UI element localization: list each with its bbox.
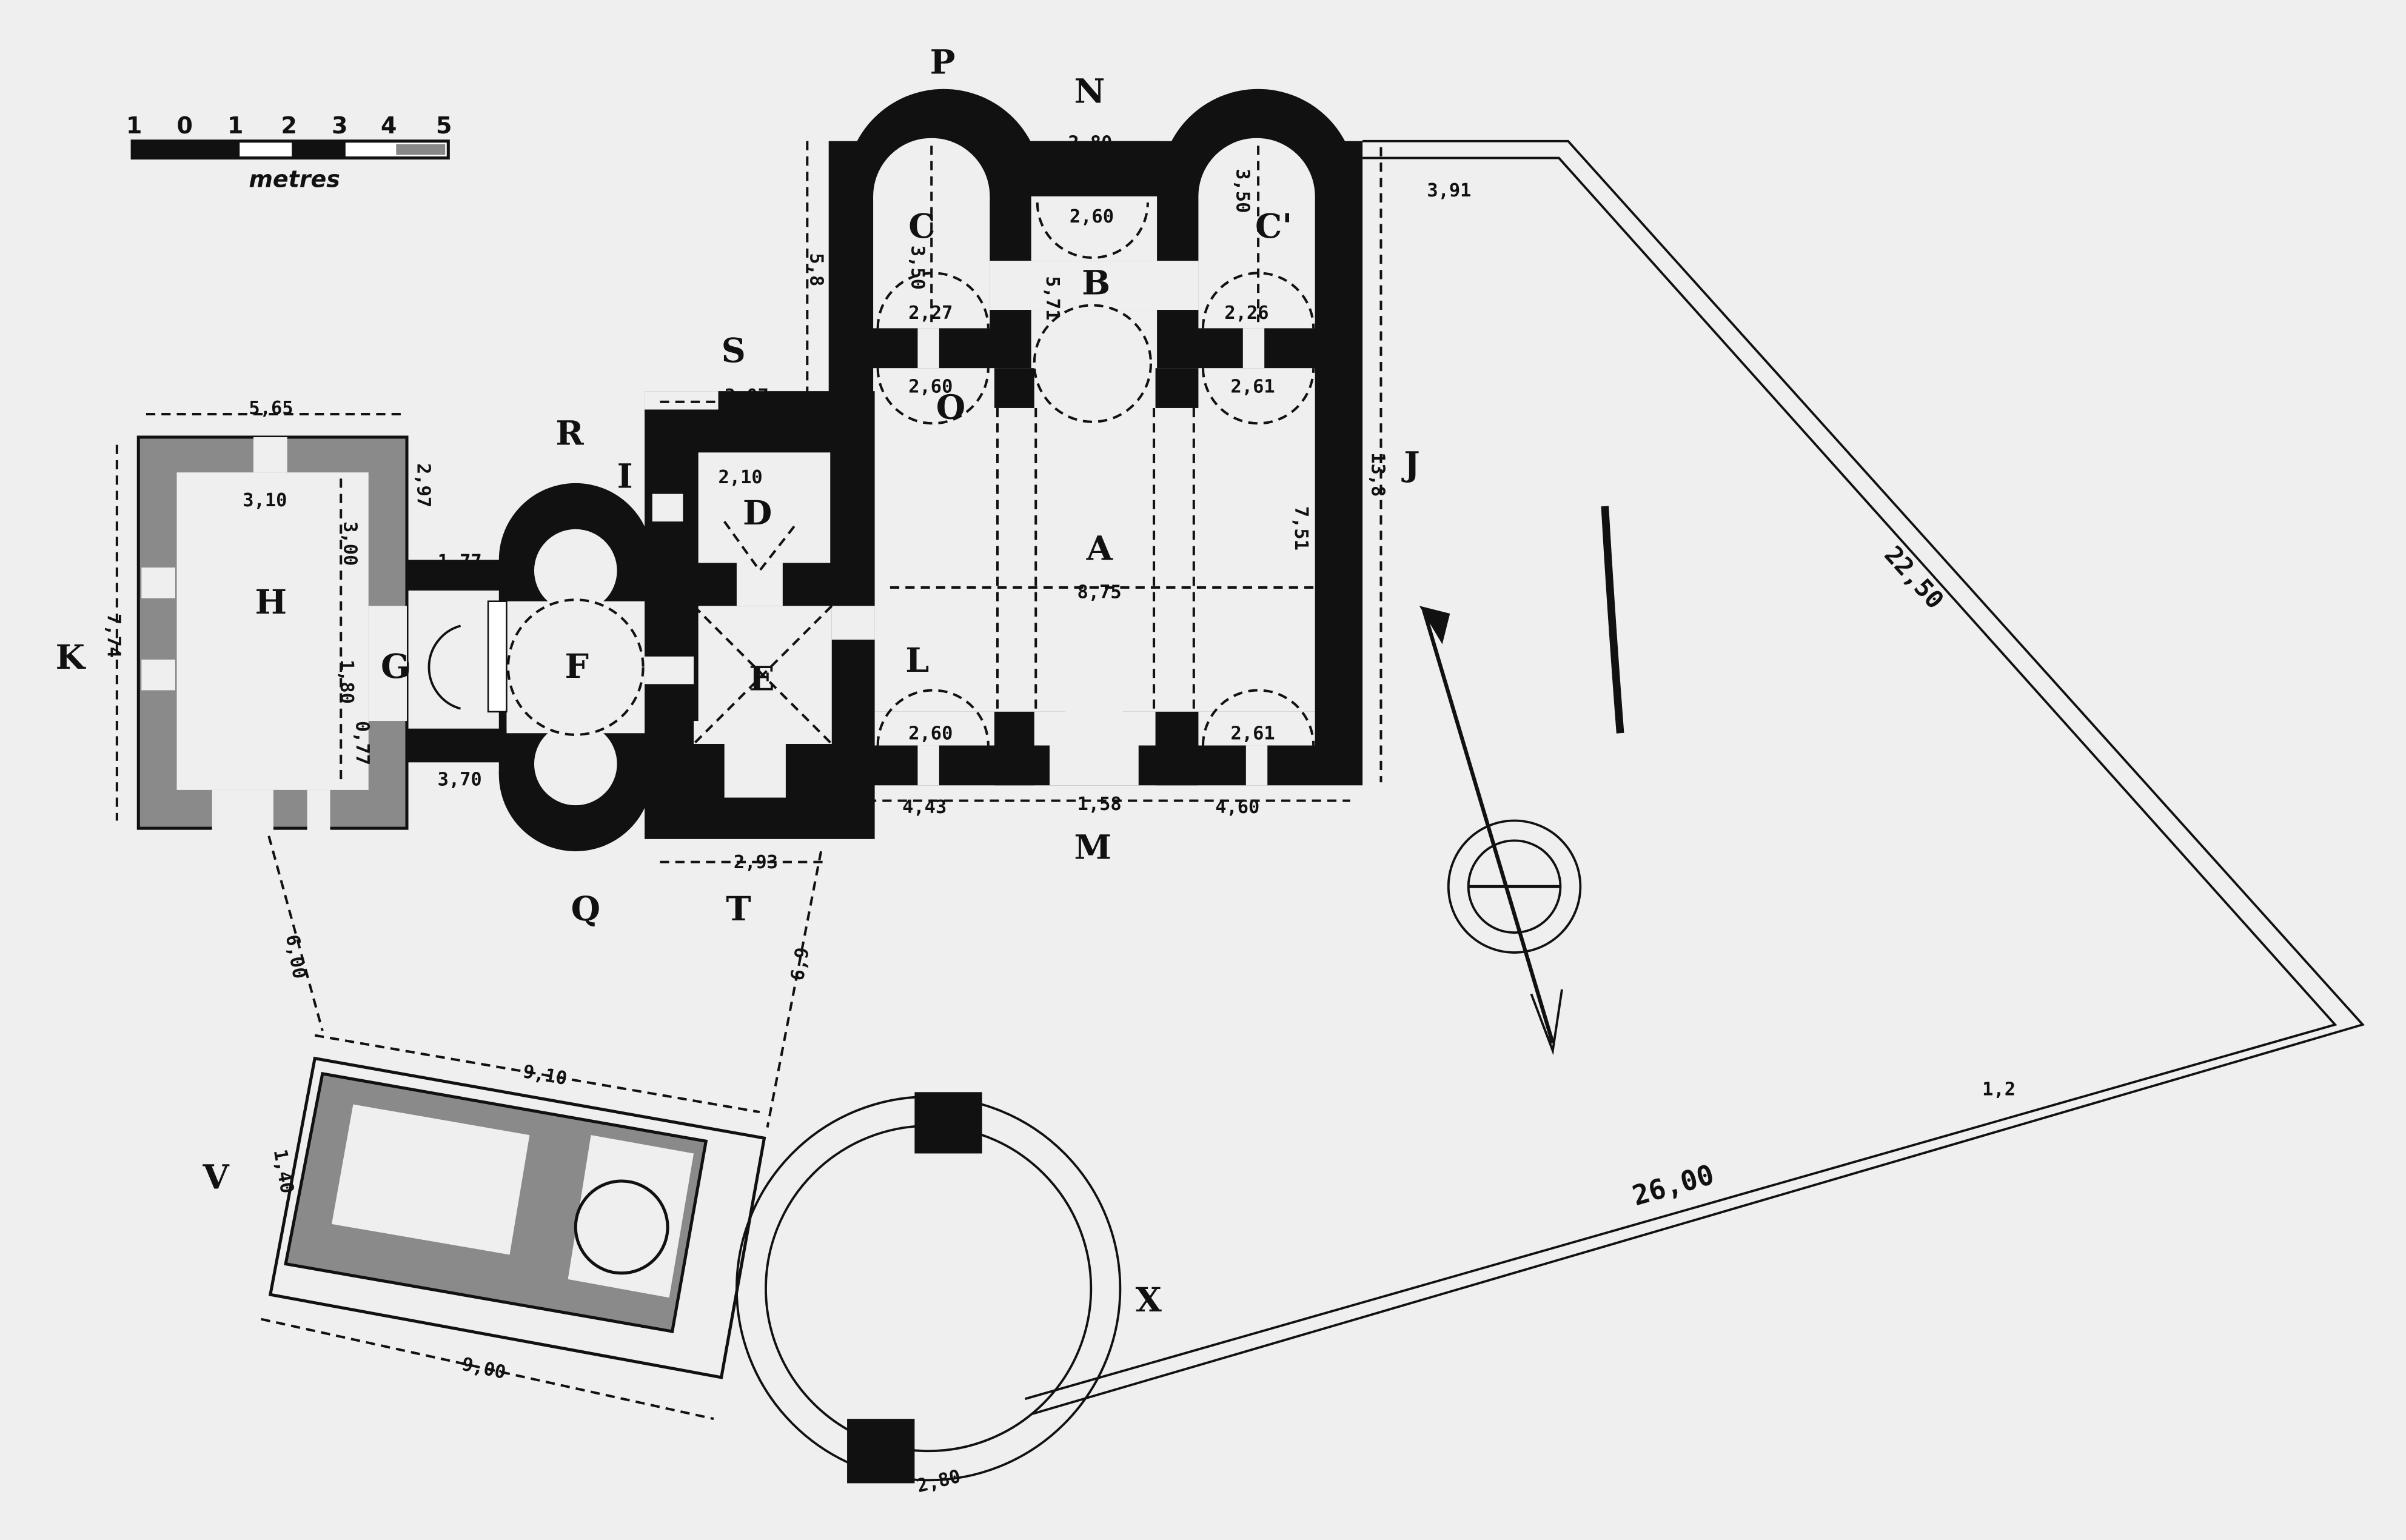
dim: 2,61 [1231,377,1275,398]
building-h [115,413,409,833]
dim: 6,00 [281,933,310,980]
label-f: F [565,647,589,686]
label-q: Q [571,889,600,929]
scale-unit: metres [249,166,340,193]
dim: 9,10 [521,1061,569,1090]
label-c: C [908,207,935,246]
dim: 6,9 [787,946,814,982]
dim: 1,80 [336,660,357,704]
dim: 2,10 [719,467,763,488]
label-n: N [1074,72,1105,112]
dim: 2,27 [908,303,953,324]
dim: 7,74 [103,614,124,658]
label-t: T [726,889,751,929]
label-k: K [56,638,87,677]
dim: 3,70 [438,769,482,790]
dim: 3,07 [725,386,769,407]
dim: 13,8 [1367,452,1388,497]
dim: 2,97 [413,463,434,507]
scale-bar: 1 0 1 2 3 4 5 metres [126,112,452,193]
scale-tick: 1 [126,112,142,139]
dim: 2,26 [1224,303,1268,324]
label-o: O [936,388,965,427]
dim: 1,40 [269,1148,298,1195]
dim: 2,80 [914,1466,962,1498]
dim: 2,60 [908,723,953,744]
dim: 3,50 [1232,169,1253,213]
label-c-prime: C' [1255,207,1292,246]
enclosure-wall [1025,139,2365,1416]
dim: 5,8 [805,253,826,286]
label-j: J [1401,444,1419,484]
dim: 7,51 [1290,506,1312,551]
label-g: G [381,647,410,686]
north-arrow-icon [1419,506,1624,1056]
label-x: X [1136,1281,1162,1320]
label-d: D [743,494,772,533]
scale-tick: 2 [281,112,297,139]
dim: 2,80 [1068,132,1112,153]
label-v: V [203,1158,230,1197]
dim: 22,50 [1878,540,1949,615]
room-labels: A B C C' D E F G H I J K L M N O P Q R S… [56,42,1420,1320]
dim: 4,60 [1215,797,1259,818]
scale-tick: 5 [436,112,452,139]
dim: 2,93 [734,852,778,873]
dim: 3,91 [1427,180,1471,201]
round-building-x [736,1092,1122,1484]
room-f-building [498,483,699,852]
label-r: R [555,414,584,454]
label-s: S [722,331,746,370]
scale-tick: 0 [177,112,193,139]
dim: 0,77 [352,721,373,765]
label-l: L [905,641,929,680]
scale-tick: 3 [332,112,347,139]
dim: 5,65 [249,398,293,419]
main-church [806,89,1382,802]
label-b: B [1082,264,1110,303]
dim: 2,61 [1231,723,1275,744]
dim: 4,43 [902,797,947,818]
dim: 1,77 [438,551,482,572]
label-i: I [617,457,633,497]
dim: 2,60 [1070,206,1114,227]
dim: 9,00 [460,1354,508,1384]
dim: 1,58 [1077,794,1122,815]
dim: 1,2 [1982,1079,2016,1100]
building-v [261,835,823,1421]
dim: 2,60 [908,377,953,398]
dim: 3,50 [906,246,928,290]
label-a: A [1086,529,1113,568]
label-e: E [749,659,774,698]
scale-tick: 4 [381,112,397,139]
label-h: H [255,583,287,622]
scale-tick: 1 [227,112,243,139]
dim: 3,00 [339,521,360,566]
label-m: M [1074,828,1111,868]
label-p: P [930,42,956,82]
dim: 5,71 [1042,276,1063,320]
dim: 8,75 [1077,582,1122,603]
dim: 3,10 [243,490,287,511]
